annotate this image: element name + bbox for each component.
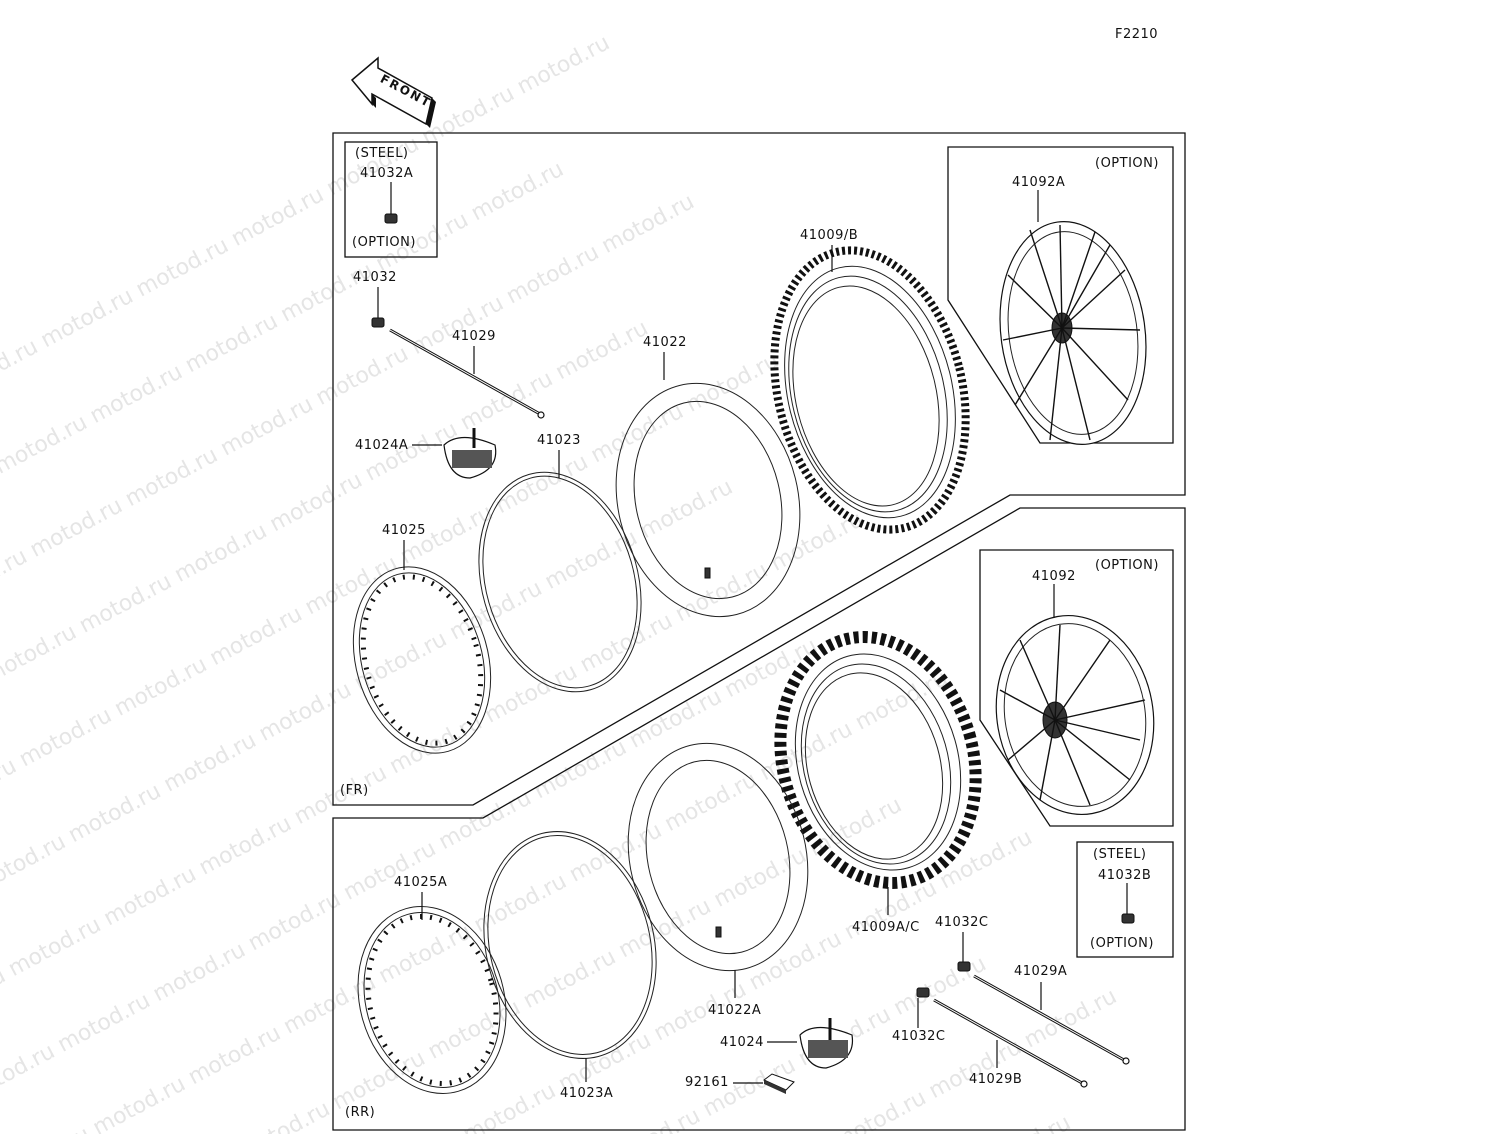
- option-note-front-wheel: (OPTION): [1095, 156, 1159, 171]
- nipple-41032c-lower-icon: [916, 987, 930, 998]
- front-arrow-icon: [350, 56, 436, 128]
- steel-note-rear: (STEEL): [1093, 847, 1147, 862]
- part-41009b-label[interactable]: 41009/B: [800, 228, 859, 243]
- watermark-layer: motod.ru motod.ru motod.ru motod.ru moto…: [0, 30, 1121, 1134]
- front-section-frame: [332, 132, 1186, 806]
- front-tire-drawing: [770, 246, 970, 534]
- rear-section-frame: [332, 507, 1186, 1131]
- option-note-front-steel: (OPTION): [352, 235, 416, 250]
- part-41025-label[interactable]: 41025: [382, 523, 426, 538]
- part-41009ac-label[interactable]: 41009A/C: [852, 920, 920, 935]
- steel-note-front: (STEEL): [355, 146, 409, 161]
- rim-protector-41024-icon: [799, 1018, 854, 1069]
- section-rear-label: (RR): [345, 1105, 376, 1120]
- part-41092a-label[interactable]: 41092A: [1012, 175, 1066, 190]
- rim-41025-drawing: [352, 566, 492, 754]
- nipple-41032a-icon: [384, 213, 398, 224]
- part-41029-label[interactable]: 41029: [452, 329, 496, 344]
- rim-band-41023a-drawing: [483, 831, 657, 1059]
- part-41032-label[interactable]: 41032: [353, 270, 397, 285]
- steel-option-box-front: [344, 141, 438, 258]
- part-41029b-label[interactable]: 41029B: [969, 1072, 1023, 1087]
- part-41092-label[interactable]: 41092: [1032, 569, 1076, 584]
- part-41025a-label[interactable]: 41025A: [394, 875, 448, 890]
- nipple-41032-icon: [371, 317, 385, 328]
- part-41022a-label[interactable]: 41022A: [708, 1003, 762, 1018]
- part-41024a-label[interactable]: 41024A: [355, 438, 409, 453]
- rim-41025a-drawing: [357, 906, 507, 1094]
- part-41029a-label[interactable]: 41029A: [1014, 964, 1068, 979]
- part-41022-label[interactable]: 41022: [643, 335, 687, 350]
- rear-tube-drawing: [627, 742, 809, 972]
- option-note-rear-wheel: (OPTION): [1095, 558, 1159, 573]
- steel-option-box-rear: [1076, 841, 1174, 958]
- part-92161-label[interactable]: 92161: [685, 1075, 729, 1090]
- front-wheel-assy-drawing: [999, 221, 1147, 445]
- nipple-41032b-icon: [1121, 913, 1135, 924]
- rear-wheel-assy-drawing: [995, 614, 1155, 816]
- figure-code: F2210: [1115, 27, 1159, 42]
- part-41023a-label[interactable]: 41023A: [560, 1086, 614, 1101]
- front-tube-drawing: [615, 382, 801, 618]
- part-41032a-label[interactable]: 41032A: [360, 166, 414, 181]
- nipple-41032c-upper-icon: [957, 961, 971, 972]
- part-41032c-upper-label[interactable]: 41032C: [935, 915, 989, 930]
- part-41032b-label[interactable]: 41032B: [1098, 868, 1152, 883]
- part-41024-label[interactable]: 41024: [720, 1035, 764, 1050]
- part-41023-label[interactable]: 41023: [537, 433, 581, 448]
- part-41032c-lower-label[interactable]: 41032C: [892, 1029, 946, 1044]
- rim-protector-41024a-icon: [443, 428, 497, 479]
- option-wheel-box-rear: [979, 549, 1174, 827]
- option-note-rear-steel: (OPTION): [1090, 936, 1154, 951]
- section-front-label: (FR): [340, 783, 369, 798]
- rim-band-41023-drawing: [478, 471, 642, 693]
- nut-92161-icon: [763, 1073, 795, 1094]
- option-wheel-box-front: [947, 146, 1174, 444]
- rear-tire-drawing: [774, 631, 982, 889]
